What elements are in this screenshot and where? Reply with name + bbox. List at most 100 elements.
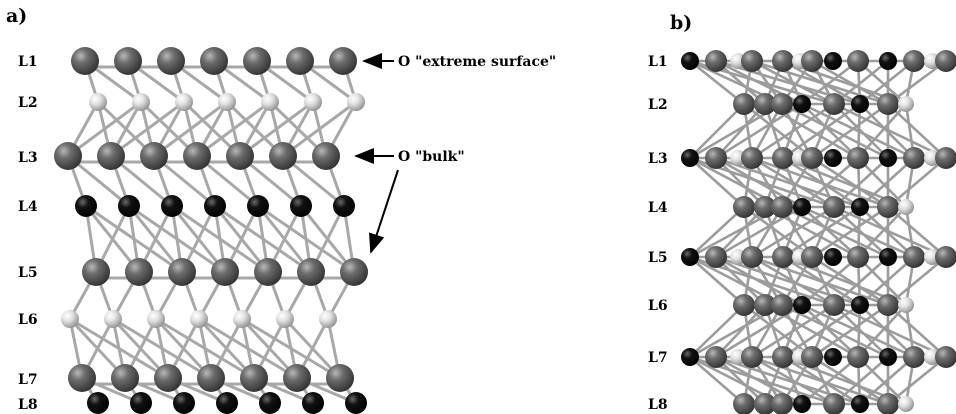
light-atom [233, 310, 251, 328]
bond [688, 156, 746, 209]
oxygen-atom [733, 294, 755, 316]
oxygen-atom [297, 258, 325, 286]
dark-atom [879, 52, 897, 70]
oxygen-atom [125, 258, 153, 286]
oxygen-atom [823, 93, 845, 115]
bond [781, 355, 862, 406]
bond [832, 303, 948, 359]
oxygen-atom [771, 393, 793, 414]
oxygen-atom [71, 47, 99, 75]
bond [688, 205, 746, 259]
oxygen-atom [877, 93, 899, 115]
light-atom [898, 297, 914, 313]
oxygen-atom [705, 246, 727, 268]
bond [238, 100, 315, 158]
bond [688, 303, 746, 359]
annotation-extreme-surface-text: O "extreme surface" [398, 54, 556, 70]
oxygen-atom [935, 346, 956, 368]
light-atom [61, 310, 79, 328]
bond [832, 102, 948, 160]
light-atom [89, 93, 107, 111]
bond [856, 303, 908, 359]
oxygen-atom [312, 142, 340, 170]
annotation-bulk: O "bulk" [354, 148, 465, 254]
dark-atom [879, 149, 897, 167]
bond [750, 303, 836, 359]
layer-label: L6 [648, 298, 668, 314]
bond [800, 156, 860, 209]
bond [781, 205, 862, 259]
layer-label: L8 [648, 397, 668, 413]
oxygen-atom [741, 50, 763, 72]
oxygen-atom [935, 246, 956, 268]
bond [688, 355, 746, 406]
dark-atom [824, 248, 842, 266]
bond [714, 102, 767, 160]
oxygen-atom [140, 142, 168, 170]
layer-label: L6 [18, 312, 38, 328]
atoms-a [54, 47, 368, 414]
bond [688, 102, 746, 160]
dark-atom [130, 392, 152, 414]
oxygen-atom [823, 393, 845, 414]
oxygen-atom [733, 196, 755, 218]
layer-label: L3 [18, 150, 38, 166]
bond [832, 59, 890, 106]
oxygen-atom [801, 50, 823, 72]
oxygen-atom [741, 246, 763, 268]
dark-atom [681, 149, 699, 167]
dark-atom [204, 195, 226, 217]
bond [800, 59, 860, 106]
dark-atom [247, 195, 269, 217]
bond [800, 355, 860, 406]
oxygen-atom [154, 364, 182, 392]
dark-atom [302, 392, 324, 414]
light-atom [175, 93, 193, 111]
oxygen-atom [197, 364, 225, 392]
dark-atom [216, 392, 238, 414]
layer-labels-b: L1 L2 L3 L4 L5 L6 L7 L8 [648, 54, 668, 413]
oxygen-atom [326, 364, 354, 392]
bond [781, 59, 862, 106]
oxygen-atom [847, 147, 869, 169]
dark-atom [681, 348, 699, 366]
bond [856, 102, 908, 160]
bond [66, 100, 143, 158]
light-atom [276, 310, 294, 328]
annotation-extreme-surface: O "extreme surface" [362, 53, 556, 70]
oxygen-atom [754, 393, 776, 414]
panel-label-a: a) [6, 5, 27, 27]
bond [810, 156, 890, 209]
bond [800, 205, 860, 259]
oxygen-atom [283, 364, 311, 392]
oxygen-atom [243, 47, 271, 75]
oxygen-atom [823, 294, 845, 316]
oxygen-atom [903, 147, 925, 169]
oxygen-atom [733, 93, 755, 115]
layer-labels-a: L1 L2 L3 L4 L5 L6 L7 L8 [18, 54, 38, 413]
oxygen-atom [847, 246, 869, 268]
dark-atom [793, 395, 811, 413]
layer-label: L4 [648, 200, 668, 216]
dark-atom [793, 95, 811, 113]
dark-atom [851, 296, 869, 314]
oxygen-atom [254, 258, 282, 286]
oxygen-atom [705, 346, 727, 368]
light-atom [261, 93, 279, 111]
oxygen-atom [741, 346, 763, 368]
bond [810, 355, 890, 406]
bond [152, 100, 229, 158]
layer-label: L2 [18, 95, 38, 111]
bonds-a [66, 59, 358, 405]
oxygen-atom [226, 142, 254, 170]
bond [781, 255, 862, 307]
layer-label: L8 [18, 397, 38, 413]
oxygen-atom [823, 196, 845, 218]
layer-label: L1 [648, 54, 668, 70]
bond [281, 100, 358, 158]
layer-label: L2 [648, 97, 668, 113]
light-atom [347, 93, 365, 111]
oxygen-atom [168, 258, 196, 286]
bond [858, 59, 916, 106]
layer-label: L1 [18, 54, 38, 70]
